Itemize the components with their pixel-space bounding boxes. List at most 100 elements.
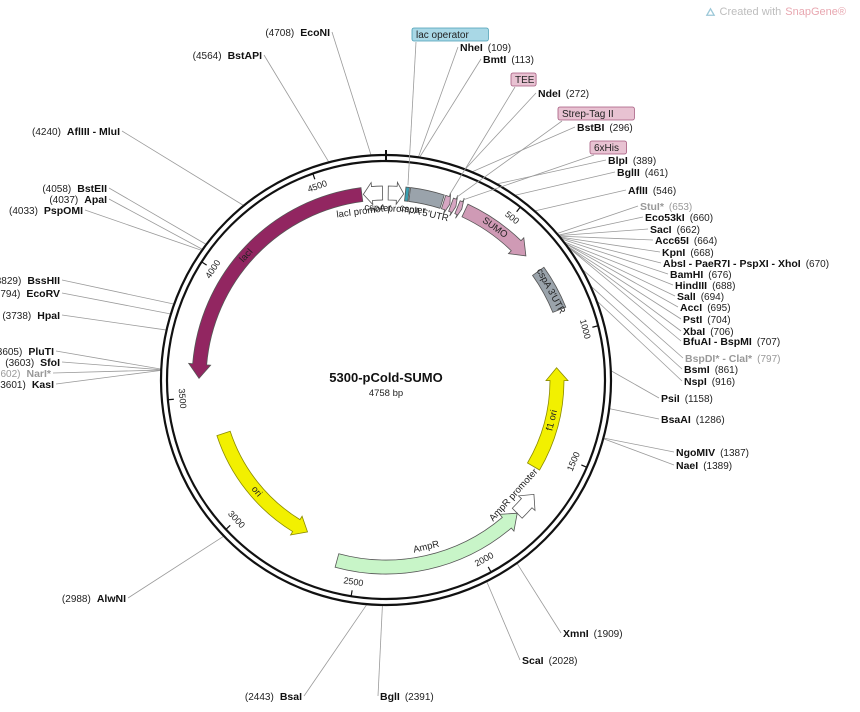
bmti-site-name: BmtI — [483, 54, 506, 66]
stui-site-name: StuI* — [640, 201, 665, 213]
econi-site-name: EcoNI — [300, 27, 330, 39]
bsteii-site-name: BstEII — [77, 183, 107, 195]
badge-brand: SnapGene® — [785, 6, 846, 18]
bstbi-site-name: BstBI — [577, 122, 605, 134]
bsaai-site-position: (1286) — [696, 415, 725, 426]
bsshii-leader — [61, 279, 175, 305]
sfoi-leader — [61, 361, 162, 371]
his6-callout-text: 6xHis — [594, 143, 619, 154]
kpni-site-position: (668) — [690, 248, 713, 259]
psti-leader — [566, 245, 682, 320]
hpai-leader — [61, 314, 167, 331]
ampr-feature — [334, 512, 518, 575]
kasi-site-name: KasI — [32, 379, 54, 391]
bgli-leader — [377, 604, 383, 697]
bsmi-leader — [589, 285, 683, 370]
bspdi-clai-leader — [581, 268, 684, 359]
strep-tag-callout-text: Strep-Tag II — [562, 109, 614, 120]
bstapi-site-name: BstAPI — [228, 50, 263, 62]
blpi-leader — [496, 159, 607, 185]
kasi-leader — [55, 369, 162, 385]
bstapi-site-position: (4564) — [193, 51, 222, 62]
bstbi-leader — [471, 126, 576, 173]
bglii-leader — [514, 171, 616, 196]
ngomiv-site-position: (1387) — [720, 448, 749, 459]
psii-leader — [610, 370, 660, 399]
naei-site-name: NaeI — [676, 460, 698, 472]
kpni-leader — [559, 236, 661, 253]
hindiii-site-name: HindIII — [675, 280, 707, 292]
bamhi-site-name: BamHI — [670, 269, 703, 281]
bmti-leader — [419, 58, 482, 158]
kpni-site-name: KpnI — [662, 247, 685, 259]
naei-site-position: (1389) — [703, 461, 732, 472]
plasmid-length: 4758 bp — [369, 388, 403, 399]
eco53ki-site-position: (660) — [690, 213, 713, 224]
tick-mark — [225, 524, 231, 530]
acci-leader — [564, 242, 679, 308]
bstbi-site-position: (296) — [609, 123, 632, 134]
snapgene-badge: Created with SnapGene® — [705, 6, 846, 18]
scai-leader — [486, 581, 521, 661]
scai-site-name: ScaI — [522, 655, 544, 667]
tick-label: 3500 — [177, 388, 189, 409]
cspa-promoter-label: cspA promoter — [364, 202, 426, 216]
ampr-promoter-feature — [511, 493, 536, 519]
nari-site-name: NarI* — [26, 368, 51, 380]
bsmi-site-position: (861) — [715, 365, 738, 376]
pspomi-site-position: (4033) — [9, 206, 38, 217]
sites: EcoNI(4708)BstAPI(4564)AflIII - MluI(424… — [0, 27, 829, 703]
cspa-5utr-feature — [408, 187, 445, 209]
tick-mark — [201, 261, 207, 266]
bstapi-leader — [263, 54, 330, 163]
ecorv-leader — [61, 292, 171, 315]
xmni-site-name: XmnI — [563, 628, 589, 640]
bamhi-site-position: (676) — [708, 270, 731, 281]
tick-label: 4000 — [203, 258, 222, 280]
nari-site-position: (3602) — [0, 369, 20, 380]
absi-paer7i-pspxi-xhoi-leader — [559, 237, 662, 264]
ecorv-site-position: (3794) — [0, 289, 20, 300]
afliii-mlui-site-name: AflIII - MluI — [67, 126, 120, 138]
bsaai-site-name: BsaAI — [661, 414, 691, 426]
tee-callout-box — [510, 72, 537, 87]
acci-site-name: AccI — [680, 302, 702, 314]
alwni-site-name: AlwNI — [97, 593, 126, 605]
absi-paer7i-pspxi-xhoi-site-name: AbsI - PaeR7I - PspXI - XhoI — [663, 258, 801, 270]
tick-mark — [516, 206, 521, 213]
aflii-site-position: (546) — [653, 186, 676, 197]
xmni-leader — [516, 562, 562, 634]
saci-leader — [558, 228, 649, 237]
ndei-site-name: NdeI — [538, 88, 561, 100]
hpai-site-name: HpaI — [37, 310, 60, 322]
ori-feature — [216, 430, 309, 536]
hindiii-site-position: (688) — [712, 281, 735, 292]
nspi-leader — [596, 300, 683, 382]
lac-operator-callout-leader — [407, 41, 417, 186]
sali-site-position: (694) — [701, 292, 724, 303]
cspa-promoter-feature — [387, 180, 405, 206]
bglii-site-position: (461) — [645, 168, 668, 179]
tee-feature — [440, 192, 452, 214]
scai-site-position: (2028) — [549, 656, 578, 667]
sfoi-site-name: SfoI — [40, 357, 60, 369]
bsshii-site-position: (3829) — [0, 276, 21, 287]
tick-mark — [487, 566, 492, 573]
alwni-site-position: (2988) — [62, 594, 91, 605]
eco53ki-leader — [558, 216, 644, 236]
ecorv-site-name: EcoRV — [26, 288, 60, 300]
econi-leader — [331, 31, 372, 156]
his6-callout-leader — [463, 154, 595, 201]
bsteii-leader — [108, 187, 207, 245]
tick-mark — [350, 590, 353, 597]
f1-ori-feature — [526, 367, 569, 471]
kasi-site-position: (3601) — [0, 380, 26, 391]
ndei-site-position: (272) — [566, 89, 589, 100]
aflii-leader — [534, 189, 627, 212]
xbai-site-name: XbaI — [683, 326, 705, 338]
xbai-leader — [566, 245, 682, 332]
tick-label: 2500 — [343, 575, 364, 588]
alwni-leader — [127, 535, 225, 599]
acci-site-position: (695) — [707, 303, 730, 314]
